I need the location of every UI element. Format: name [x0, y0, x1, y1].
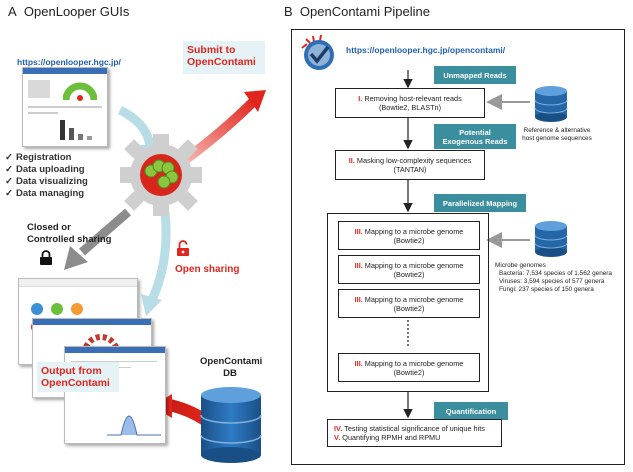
- check-icon: ✓: [5, 176, 13, 187]
- check-icon: ✓: [5, 188, 13, 199]
- panel-a-letter: A: [8, 4, 17, 19]
- panel-b-title: B OpenContami Pipeline: [284, 4, 430, 19]
- step-2-box: II. Masking low-complexity sequences (TA…: [335, 150, 485, 180]
- unmapped-reads-label: Unmapped Reads: [434, 66, 516, 84]
- closed-sharing-line-1: Closed or: [27, 222, 71, 233]
- step-5-text: Quantifying RPMH and RPMU: [342, 433, 441, 442]
- step-3-text: Mapping to a microbe genome: [364, 226, 464, 236]
- closed-sharing-label: Closed or Controlled sharing: [27, 222, 111, 246]
- step-3-text: Mapping to a microbe genome: [364, 294, 464, 304]
- microbe-db-label: Microbe genomes Bacteria: 7,534 species …: [495, 262, 612, 294]
- step-4-text: Testing statistical significance of uniq…: [344, 424, 485, 433]
- potential-exogenous-reads-label: Potential Exogenous Reads: [434, 124, 516, 149]
- openlooper-url[interactable]: https://openlooper.hgc.jp/: [17, 57, 121, 67]
- output-from-opencontami-label: Output from OpenContami: [37, 362, 119, 392]
- blue-arrowhead-open: [141, 294, 162, 316]
- parallelized-mapping-label: Parallelized Mapping: [434, 194, 526, 212]
- mapping-box-1: III. Mapping to a microbe genome (Bowtie…: [338, 221, 480, 250]
- mapping-box-2: III. Mapping to a microbe genome (Bowtie…: [338, 255, 480, 284]
- gauge-icon: [63, 82, 97, 101]
- feature-data-uploading: Data uploading: [16, 164, 85, 175]
- check-icon: ✓: [5, 164, 13, 175]
- microbe-db-bacteria: Bacteria: 7,534 species of 1,562 genera: [499, 270, 612, 277]
- step-2-text: Masking low-complexity sequences: [356, 156, 472, 165]
- feature-data-managing: Data managing: [16, 188, 85, 199]
- opencontami-url[interactable]: https://openlooper.hgc.jp/opencontami/: [346, 45, 506, 55]
- step-3-numeral: III.: [354, 226, 363, 236]
- reference-db-label: Reference & alternative host genome sequ…: [507, 127, 607, 143]
- blue-arrow-open: [147, 211, 171, 302]
- parallel-mapping-group: [327, 213, 489, 392]
- step-2-numeral: II.: [348, 156, 355, 165]
- step-1-box: I. Removing host-relevant reads (Bowtie2…: [335, 88, 485, 118]
- closed-sharing-line-2: Controlled sharing: [27, 234, 112, 245]
- step-1-tools: (Bowtie2, BLASTn): [378, 103, 442, 112]
- step-3-numeral: III.: [354, 294, 363, 304]
- feature-item: ✓Data uploading: [5, 164, 88, 176]
- gray-arrow-closed: [79, 208, 131, 256]
- steps-4-5-box: IV. Testing statistical significance of …: [327, 419, 502, 447]
- step-5-numeral: V.: [334, 433, 341, 442]
- openlooper-gear-logo: [120, 134, 202, 216]
- lock-open-icon: [177, 240, 189, 256]
- step-3-tools: (Bowtie2): [393, 235, 425, 245]
- feature-data-visualizing: Data visualizing: [16, 176, 88, 187]
- step-2-tools: (TANTAN): [393, 165, 427, 174]
- step-4-numeral: IV.: [334, 424, 343, 433]
- reference-genome-db-icon: [534, 86, 568, 122]
- screenshot-thumbnail: [28, 80, 50, 98]
- step-3-text: Mapping to a microbe genome: [364, 358, 464, 368]
- reference-db-line-1: Reference & alternative: [523, 127, 591, 134]
- microbe-genome-db-icon: [534, 221, 568, 257]
- panel-b-letter: B: [284, 4, 293, 19]
- check-icon: ✓: [5, 152, 13, 163]
- opencontami-db-label: OpenContami DB: [200, 356, 263, 380]
- quantification-label: Quantification: [434, 402, 508, 420]
- reference-db-line-2: host genome sequences: [522, 135, 592, 142]
- db-label-line-2: DB: [223, 368, 237, 379]
- submit-line-1: Submit to: [187, 44, 236, 56]
- panel-b-title-text: OpenContami Pipeline: [299, 4, 430, 19]
- panel-a-title: A OpenLooper GUIs: [8, 4, 129, 19]
- microbe-db-fungi: Fungi: 237 species of 150 genera: [499, 286, 594, 293]
- screenshot-header-bar: [23, 68, 107, 74]
- lock-closed-icon: [40, 250, 52, 265]
- bar-chart-icon: [60, 120, 92, 140]
- exogenous-line-1: Potential: [459, 127, 491, 137]
- step-3-numeral: III.: [354, 260, 363, 270]
- feature-item: ✓Data managing: [5, 188, 88, 200]
- gray-arrowhead-closed: [64, 246, 88, 270]
- output-line-1: Output from: [41, 365, 102, 377]
- db-label-line-1: OpenContami: [200, 356, 263, 367]
- feature-item: ✓Registration: [5, 152, 88, 164]
- feature-list: ✓Registration ✓Data uploading ✓Data visu…: [5, 152, 88, 200]
- step-3-numeral: III.: [354, 358, 363, 368]
- red-arrow-to-pipeline: [181, 96, 259, 164]
- database-icon: [200, 387, 262, 463]
- step-3-tools: (Bowtie2): [393, 367, 425, 377]
- submit-line-2: OpenContami: [187, 56, 256, 68]
- open-sharing-label: Open sharing: [175, 264, 240, 275]
- output-line-2: OpenContami: [41, 377, 110, 389]
- mapping-box-n: III. Mapping to a microbe genome (Bowtie…: [338, 353, 480, 382]
- feature-item: ✓Data visualizing: [5, 176, 88, 188]
- step-3-tools: (Bowtie2): [393, 269, 425, 279]
- openlooper-website-screenshot: [22, 67, 108, 147]
- microbe-db-viruses: Viruses: 3,594 species of 577 genera: [499, 278, 605, 285]
- step-1-text: Removing host-relevant reads: [364, 94, 462, 103]
- submit-to-opencontami-label: Submit to OpenContami: [183, 41, 265, 74]
- feature-registration: Registration: [16, 152, 72, 163]
- pipeline-frame: [291, 29, 625, 465]
- panel-a-title-text: OpenLooper GUIs: [23, 4, 130, 19]
- step-3-text: Mapping to a microbe genome: [364, 260, 464, 270]
- exogenous-line-2: Exogenous Reads: [442, 136, 508, 146]
- mapping-box-3: III. Mapping to a microbe genome (Bowtie…: [338, 289, 480, 318]
- opencontami-logo-icon: [301, 34, 334, 70]
- step-1-numeral: I.: [358, 94, 363, 103]
- microbe-db-title: Microbe genomes: [495, 262, 546, 269]
- step-3-tools: (Bowtie2): [393, 303, 425, 313]
- red-arrowhead-to-pipeline: [244, 90, 266, 112]
